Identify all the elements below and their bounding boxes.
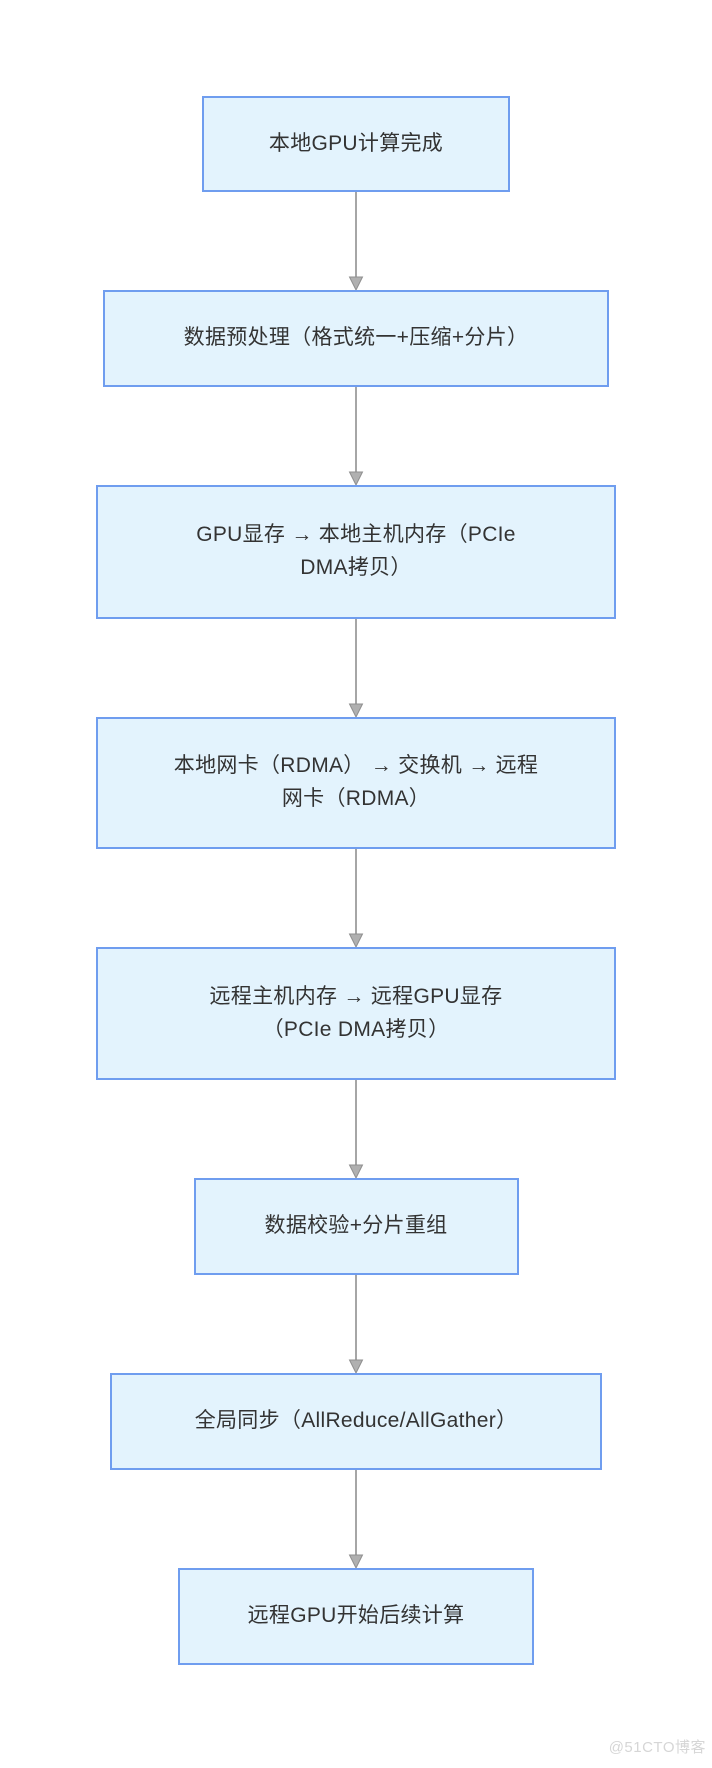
flow-arrow-connector — [348, 849, 364, 947]
flow-node-label: 远程GPU开始后续计算 — [247, 1604, 465, 1628]
arrow-down-icon — [348, 849, 364, 947]
flow-node-label: 远程主机内存 → 远程GPU显存 （PCIe DMA拷贝） — [209, 984, 503, 1041]
flow-arrow-connector — [348, 192, 364, 290]
flow-arrow-connector — [348, 1470, 364, 1568]
arrow-down-icon — [348, 1275, 364, 1373]
flow-node-remote-host-mem-to-remote-gpu-mem: 远程主机内存 → 远程GPU显存 （PCIe DMA拷贝） — [96, 947, 616, 1080]
flow-node-label: 数据预处理（格式统一+压缩+分片） — [183, 326, 529, 350]
flow-node-label: 数据校验+分片重组 — [264, 1214, 448, 1238]
flow-node-global-sync: 全局同步（AllReduce/AllGather） — [110, 1373, 602, 1470]
flow-arrow-connector — [348, 619, 364, 717]
flow-arrow-connector — [348, 1080, 364, 1178]
arrow-down-icon — [348, 1080, 364, 1178]
watermark: @51CTO博客 — [608, 1739, 706, 1756]
flow-node-data-verify-reassemble: 数据校验+分片重组 — [193, 1178, 519, 1275]
flow-node-label: GPU显存 → 本地主机内存（PCIe DMA拷贝） — [196, 523, 516, 579]
flow-node-local-nic-to-remote-nic: 本地网卡（RDMA） → 交换机 → 远程 网卡（RDMA） — [96, 717, 616, 849]
flowchart: 本地GPU计算完成 数据预处理（格式统一+压缩+分片） GPU显存 → 本地主机… — [0, 96, 712, 1665]
arrow-down-icon — [348, 387, 364, 485]
flow-node-gpu-mem-to-host-mem: GPU显存 → 本地主机内存（PCIe DMA拷贝） — [96, 485, 616, 619]
flow-node-local-gpu-compute-done: 本地GPU计算完成 — [202, 96, 510, 192]
flow-arrow-connector — [348, 387, 364, 485]
flow-node-remote-gpu-continue: 远程GPU开始后续计算 — [178, 1568, 534, 1665]
arrow-down-icon — [348, 1470, 364, 1568]
flow-arrow-connector — [348, 1275, 364, 1373]
flow-node-label: 全局同步（AllReduce/AllGather） — [194, 1409, 518, 1433]
arrow-down-icon — [348, 619, 364, 717]
flow-node-label: 本地GPU计算完成 — [268, 131, 444, 155]
flow-node-label: 本地网卡（RDMA） → 交换机 → 远程 网卡（RDMA） — [173, 754, 539, 810]
flow-node-data-preprocessing: 数据预处理（格式统一+压缩+分片） — [103, 290, 609, 387]
arrow-down-icon — [348, 192, 364, 290]
